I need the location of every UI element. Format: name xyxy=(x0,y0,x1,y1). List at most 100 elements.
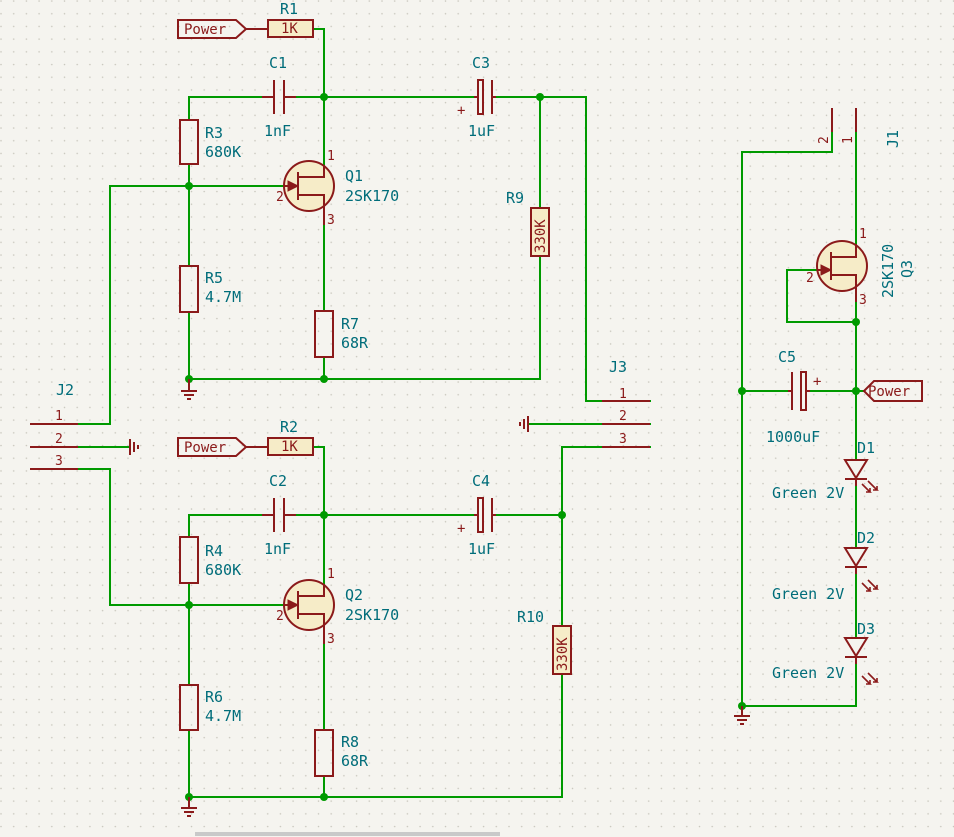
svg-text:1: 1 xyxy=(859,227,867,242)
svg-text:1: 1 xyxy=(619,387,627,402)
svg-text:680K: 680K xyxy=(205,143,241,161)
svg-text:2SK170: 2SK170 xyxy=(345,187,399,205)
svg-text:Q2: Q2 xyxy=(345,586,363,604)
ground-symbol-bottom xyxy=(181,797,197,817)
svg-text:J1: J1 xyxy=(884,130,902,148)
junctions xyxy=(185,93,860,801)
svg-text:R1: R1 xyxy=(280,0,298,18)
capacitor-c2[interactable]: C2 1nF xyxy=(262,472,296,558)
resistor-r8[interactable]: R8 68R xyxy=(314,729,369,777)
svg-text:3: 3 xyxy=(619,432,627,447)
led-d1[interactable]: D1 Green 2V xyxy=(772,439,879,502)
jfet-q2[interactable]: 1 2 3 Q2 2SK170 xyxy=(276,567,399,647)
resistor-r9[interactable]: 330K R9 xyxy=(506,189,550,257)
svg-text:680K: 680K xyxy=(205,561,241,579)
svg-text:C1: C1 xyxy=(269,54,287,72)
svg-text:1: 1 xyxy=(327,149,335,164)
power-label-r2[interactable]: Power xyxy=(177,437,268,457)
svg-text:1: 1 xyxy=(327,567,335,582)
svg-text:R4: R4 xyxy=(205,542,223,560)
svg-text:R2: R2 xyxy=(280,418,298,436)
svg-text:4.7M: 4.7M xyxy=(205,288,241,306)
capacitor-c5[interactable]: + C5 1000uF xyxy=(766,348,821,446)
svg-text:1K: 1K xyxy=(281,439,298,455)
svg-text:1: 1 xyxy=(55,409,63,424)
svg-text:R6: R6 xyxy=(205,688,223,706)
svg-text:3: 3 xyxy=(327,632,335,647)
resistor-r10[interactable]: 330K R10 xyxy=(517,608,572,675)
resistor-r4[interactable]: R4 680K xyxy=(179,536,241,584)
svg-text:Power: Power xyxy=(868,384,910,400)
ground-symbol-top xyxy=(181,379,197,400)
svg-text:+: + xyxy=(457,103,465,119)
svg-text:2: 2 xyxy=(276,609,284,624)
svg-text:D1: D1 xyxy=(857,439,875,457)
svg-text:C5: C5 xyxy=(778,348,796,366)
svg-text:1K: 1K xyxy=(281,21,298,37)
led-d3[interactable]: D3 Green 2V xyxy=(772,620,879,685)
svg-text:1uF: 1uF xyxy=(468,122,495,140)
svg-text:D3: D3 xyxy=(857,620,875,638)
ground-symbol-right xyxy=(734,706,750,725)
svg-text:1000uF: 1000uF xyxy=(766,428,820,446)
svg-text:Q3: Q3 xyxy=(898,260,916,278)
svg-text:R9: R9 xyxy=(506,189,524,207)
svg-text:3: 3 xyxy=(327,213,335,228)
svg-text:Green 2V: Green 2V xyxy=(772,484,844,502)
connector-j3[interactable]: J3 1 2 3 xyxy=(602,358,650,448)
svg-text:+: + xyxy=(813,374,821,390)
resistor-r5[interactable]: R5 4.7M xyxy=(179,265,241,313)
svg-text:R8: R8 xyxy=(341,733,359,751)
svg-text:R7: R7 xyxy=(341,315,359,333)
led-d2[interactable]: D2 Green 2V xyxy=(772,529,879,603)
svg-text:1nF: 1nF xyxy=(264,540,291,558)
connector-j2[interactable]: J2 1 2 3 xyxy=(30,381,78,470)
capacitor-c1[interactable]: C1 1nF xyxy=(262,54,296,140)
resistor-r7[interactable]: R7 68R xyxy=(314,310,369,358)
svg-text:2: 2 xyxy=(55,432,63,447)
svg-text:1nF: 1nF xyxy=(264,122,291,140)
svg-text:C4: C4 xyxy=(472,472,490,490)
svg-text:2: 2 xyxy=(619,409,627,424)
svg-text:1: 1 xyxy=(841,136,856,144)
resistor-r2[interactable]: 1K R2 xyxy=(267,418,314,456)
svg-text:1uF: 1uF xyxy=(468,540,495,558)
svg-text:Q1: Q1 xyxy=(345,167,363,185)
jfet-q3[interactable]: 1 2 3 2SK170 Q3 xyxy=(806,227,916,308)
resistor-r3[interactable]: R3 680K xyxy=(179,119,241,165)
svg-text:Power: Power xyxy=(184,22,226,38)
svg-text:R10: R10 xyxy=(517,608,544,626)
svg-text:330K: 330K xyxy=(555,637,571,671)
svg-text:+: + xyxy=(457,521,465,537)
svg-text:J2: J2 xyxy=(56,381,74,399)
svg-text:2: 2 xyxy=(806,271,814,286)
svg-text:4.7M: 4.7M xyxy=(205,707,241,725)
svg-text:68R: 68R xyxy=(341,752,369,770)
power-label-r1[interactable]: Power xyxy=(177,19,268,39)
svg-text:330K: 330K xyxy=(533,219,549,253)
power-label-c5[interactable]: Power xyxy=(862,380,923,402)
svg-text:C3: C3 xyxy=(472,54,490,72)
svg-text:D2: D2 xyxy=(857,529,875,547)
capacitor-c4[interactable]: + C4 1uF xyxy=(457,472,496,558)
capacitor-c3[interactable]: + C3 1uF xyxy=(457,54,496,140)
ground-symbol-j2 xyxy=(129,439,139,455)
ground-symbol-j3 xyxy=(519,416,529,432)
svg-text:68R: 68R xyxy=(341,334,369,352)
connector-j1[interactable]: 2 1 J1 xyxy=(817,108,902,148)
svg-text:Green 2V: Green 2V xyxy=(772,585,844,603)
svg-text:C2: C2 xyxy=(269,472,287,490)
resistor-r1[interactable]: 1K R1 xyxy=(267,0,314,38)
svg-text:2SK170: 2SK170 xyxy=(345,606,399,624)
resistor-r6[interactable]: R6 4.7M xyxy=(179,684,241,731)
jfet-q1[interactable]: 1 2 3 Q1 2SK170 xyxy=(276,149,399,228)
svg-text:2: 2 xyxy=(817,136,832,144)
svg-text:J3: J3 xyxy=(609,358,627,376)
svg-text:Green 2V: Green 2V xyxy=(772,664,844,682)
svg-text:Power: Power xyxy=(184,440,226,456)
svg-text:3: 3 xyxy=(55,454,63,469)
svg-text:2: 2 xyxy=(276,190,284,205)
svg-text:2SK170: 2SK170 xyxy=(879,244,897,298)
